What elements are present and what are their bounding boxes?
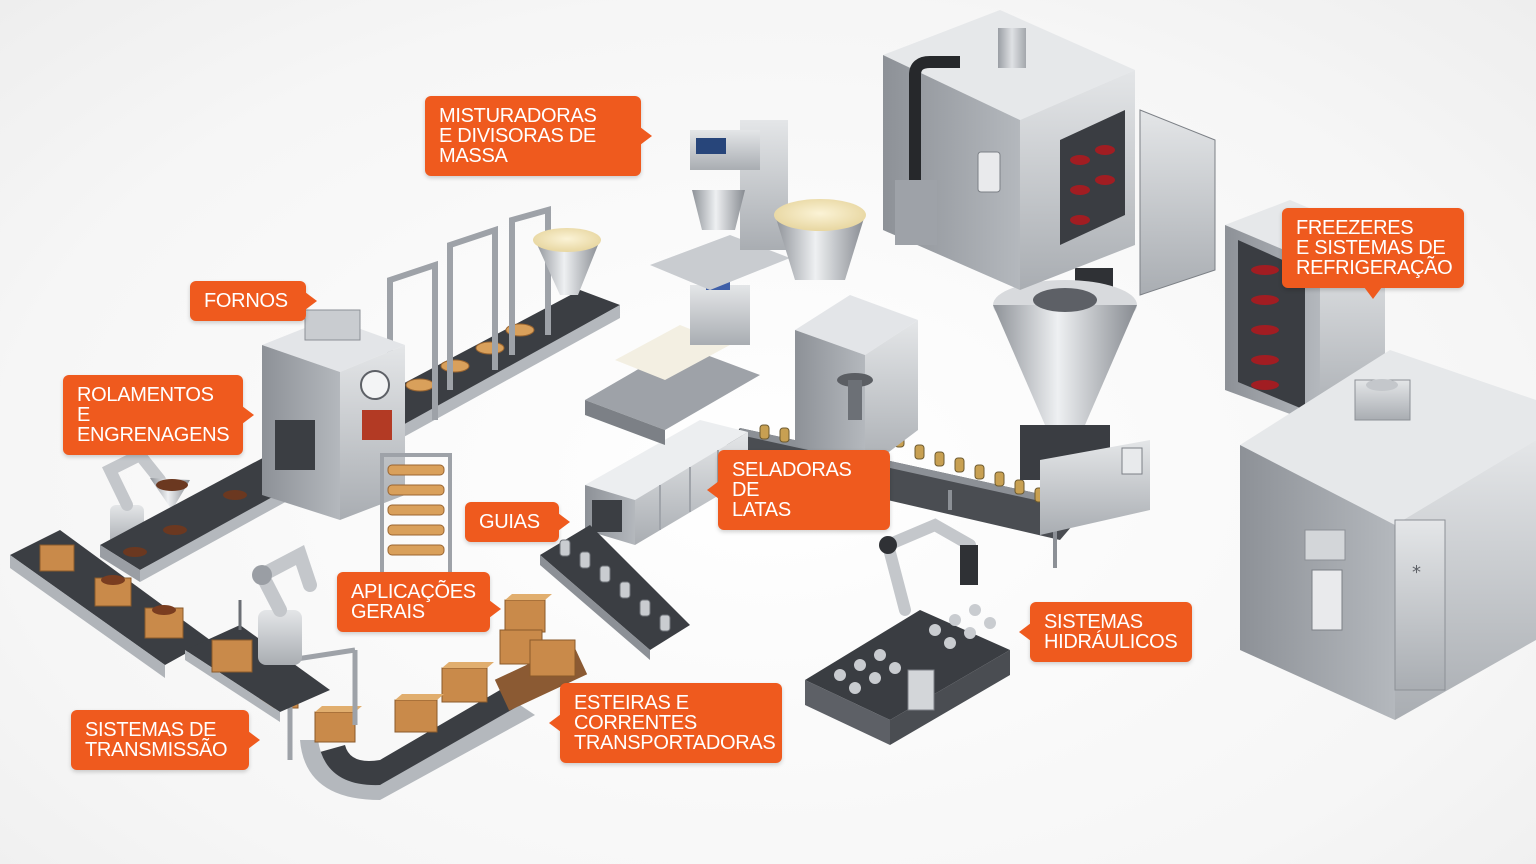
svg-text:*: * — [1412, 562, 1421, 583]
proofer-cabinet — [883, 10, 1216, 296]
callout-aplicacoes: APLICAÇÕES GERAIS — [337, 572, 501, 632]
hydraulic-robot-cell — [805, 518, 1010, 745]
callout-hidraulicos: SISTEMAS HIDRÁULICOS — [1019, 602, 1192, 662]
callout-transmissao: SISTEMAS DE TRANSMISSÃO — [71, 710, 260, 770]
left-box-conveyor — [10, 530, 330, 722]
filler-press — [795, 295, 918, 470]
hopper-filler — [993, 268, 1150, 535]
callout-seladoras: SELADORAS DE LATAS — [707, 450, 890, 530]
robot-arm-loader — [102, 447, 190, 545]
callout-misturadoras: MISTURADORAS E DIVISORAS DE MASSA — [425, 96, 652, 176]
callout-freezeres: FREEZERES E SISTEMAS DE REFRIGERAÇÃO — [1282, 208, 1464, 299]
callout-esteiras: ESTEIRAS E CORRENTES TRANSPORTADORAS — [549, 683, 782, 763]
robot-arm-palletizer — [238, 544, 317, 665]
callout-rolamentos: ROLAMENTOS E ENGRENAGENS — [63, 375, 254, 455]
callout-fornos: FORNOS — [190, 281, 317, 321]
can-infeed-conveyor — [540, 525, 690, 660]
dough-mixer — [650, 120, 866, 290]
callout-guias: GUIAS — [465, 502, 570, 542]
oven — [262, 309, 405, 520]
dough-sheeter — [585, 270, 760, 445]
big-freezer: * — [1240, 350, 1536, 720]
bread-rack — [380, 453, 452, 577]
